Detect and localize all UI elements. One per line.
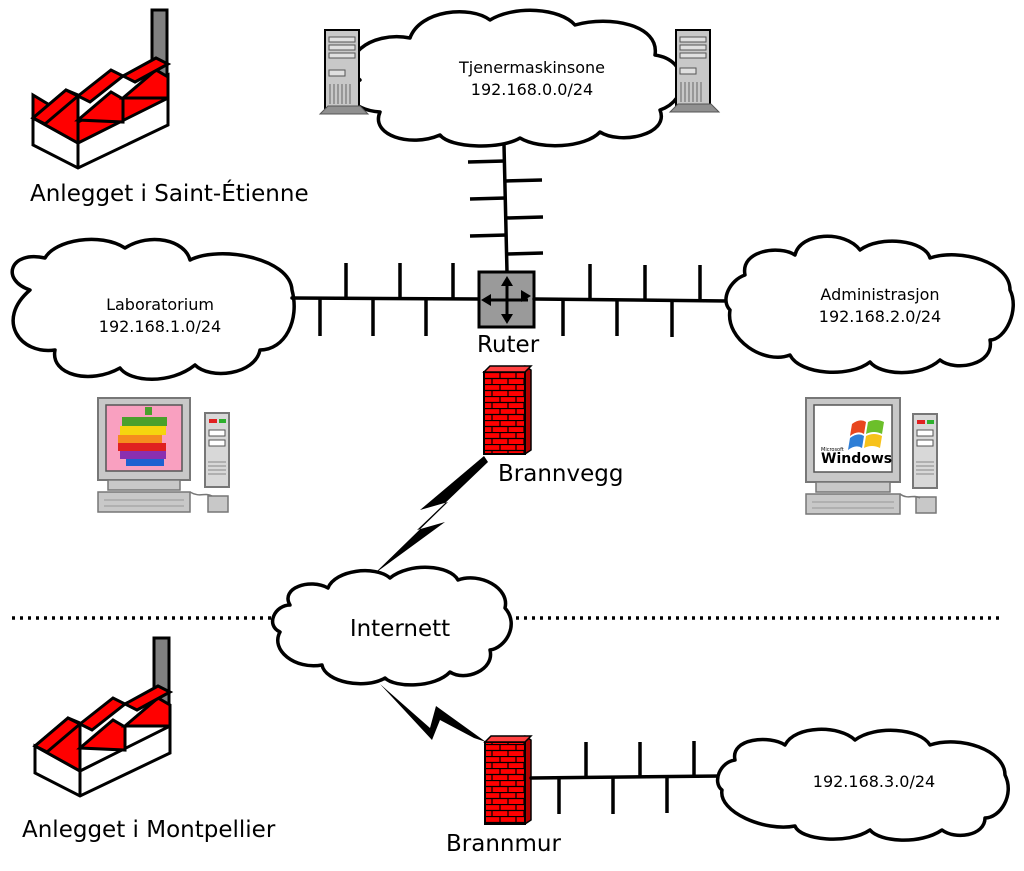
lab-subnet: 192.168.1.0/24 [99, 317, 221, 336]
computer-icon-admin: Microsoft Windows [805, 397, 938, 515]
firewall-icon-remote [483, 735, 533, 825]
admin-bus [532, 264, 730, 337]
lab-name: Laboratorium [106, 295, 214, 314]
windows-logo-small-text: Microsoft [821, 447, 844, 453]
server-zone-subnet: 192.168.0.0/24 [471, 80, 593, 99]
site-label-montpellier: Anlegget i Montpellier [22, 817, 276, 843]
remote-cloud [715, 727, 1010, 842]
server-zone-bus [467, 143, 544, 274]
lab-cloud [10, 237, 296, 381]
apple-logo-icon [118, 407, 167, 466]
factory-icon-montpellier [32, 636, 174, 798]
windows-logo-text: Windows [821, 451, 892, 467]
server-icon-left [318, 29, 370, 115]
lightning-link-icon-remote [380, 684, 486, 742]
site-label-saint-etienne: Anlegget i Saint-Étienne [30, 179, 309, 207]
firewall-icon-main [482, 365, 533, 455]
router-label: Ruter [477, 332, 540, 358]
remote-bus [529, 741, 724, 814]
windows-logo-icon [848, 420, 884, 450]
admin-cloud [724, 234, 1015, 375]
internet-label: Internett [350, 616, 450, 642]
firewall-main-label: Brannvegg [498, 461, 623, 487]
admin-name: Administrasjon [820, 285, 939, 304]
lab-bus [290, 263, 482, 336]
internet-cloud [270, 565, 513, 687]
server-icon-right [668, 29, 721, 113]
firewall-remote-label: Brannmur [446, 831, 561, 857]
computer-icon-lab [97, 397, 230, 513]
remote-subnet: 192.168.3.0/24 [813, 772, 935, 791]
admin-subnet: 192.168.2.0/24 [819, 307, 941, 326]
router-icon [477, 270, 536, 329]
lightning-link-icon-main [374, 456, 488, 574]
server-zone-cloud [347, 8, 684, 148]
server-zone-name: Tjenermaskinsone [458, 58, 605, 77]
factory-icon-saint-etienne [30, 8, 172, 170]
